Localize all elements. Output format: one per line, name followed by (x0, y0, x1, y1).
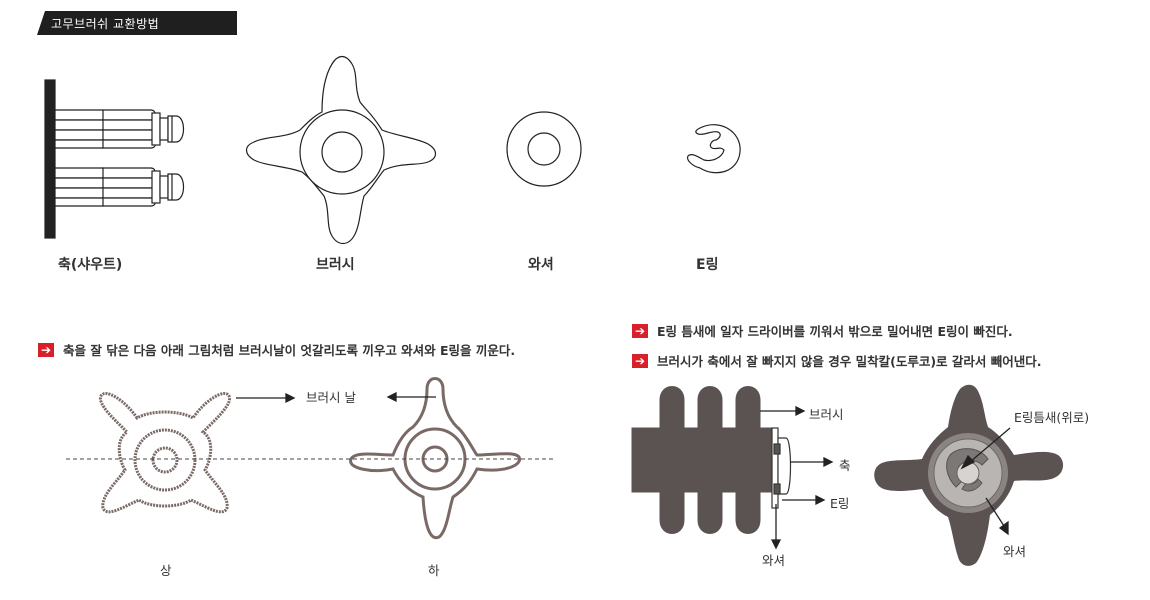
instruction-right-2: ➔ 브러시가 축에서 잘 빠지지 않을 경우 밀착칼(도루코)로 갈라서 빼어낸… (632, 351, 1042, 370)
blade-arrows (236, 391, 436, 404)
front-view-arrows (960, 427, 1011, 536)
brush-top-view (98, 392, 232, 514)
washer-label-front: 와셔 (1003, 544, 1027, 559)
brush-bottom-view (349, 377, 521, 540)
ering-drawing (687, 124, 741, 174)
side-view-arrows (760, 405, 834, 550)
shaft-drawing (44, 79, 185, 239)
shaft-side-view (771, 427, 792, 509)
red-arrow-icon: ➔ (632, 323, 648, 338)
instruction-left-text: 축을 잘 닦은 다음 아래 그림처럼 브러시날이 엇갈리도록 끼우고 와셔와 E… (63, 343, 516, 358)
washer-label: 와셔 (762, 553, 786, 568)
brush-side-view (631, 386, 773, 534)
instruction-right-1-text: E링 틈새에 일자 드라이버를 끼워서 밖으로 밀어내면 E링이 빠진다. (657, 324, 1013, 339)
title-tab-shape (37, 11, 237, 35)
bottom-label: 하 (428, 563, 440, 578)
ering-label: E링 (830, 496, 850, 511)
red-arrow-icon: ➔ (632, 353, 648, 368)
shaft-label: 축 (839, 458, 851, 473)
label-ering: E링 (696, 257, 719, 273)
instruction-right-1: ➔ E링 틈새에 일자 드라이버를 끼워서 밖으로 밀어내면 E링이 빠진다. (632, 321, 1013, 340)
brush-front-view (874, 384, 1064, 566)
red-arrow-icon: ➔ (38, 342, 54, 357)
section-title-tab: 고무브러쉬 교환방법 (37, 11, 237, 35)
top-label: 상 (160, 563, 172, 578)
washer-drawing (506, 111, 582, 187)
brush-drawing (245, 55, 437, 245)
instruction-right-2-text: 브러시가 축에서 잘 빠지지 않을 경우 밀착칼(도루코)로 갈라서 빼어낸다. (657, 354, 1042, 369)
label-shaft: 축(샤우트) (58, 257, 123, 273)
label-brush: 브러시 (316, 257, 355, 273)
ering-gap-label: E링틈새(위로) (1014, 410, 1090, 425)
brush-label: 브러시 (809, 407, 844, 422)
section-title: 고무브러쉬 교환방법 (51, 17, 160, 31)
label-washer: 와셔 (528, 257, 554, 273)
instruction-left: ➔ 축을 잘 닦은 다음 아래 그림처럼 브러시날이 엇갈리도록 끼우고 와셔와… (38, 340, 515, 359)
blade-label: 브러시 날 (306, 390, 356, 405)
